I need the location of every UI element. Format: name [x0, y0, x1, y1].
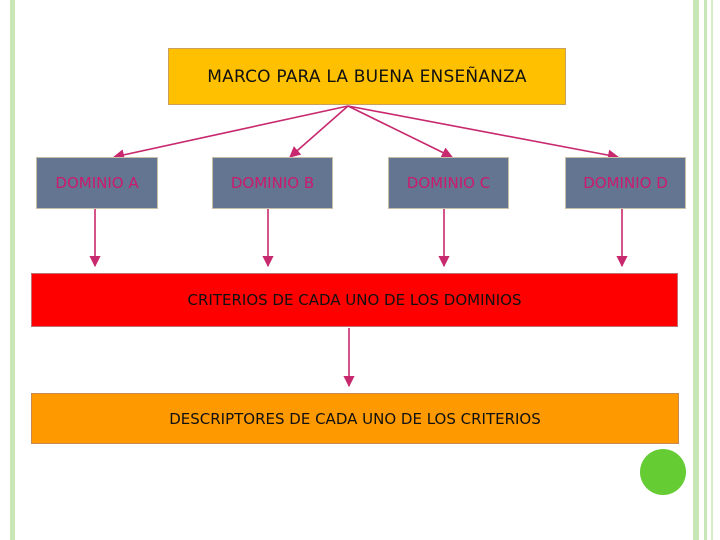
domain-node-d: DOMINIO D — [565, 157, 686, 209]
domain-node-b: DOMINIO B — [212, 157, 333, 209]
green-circle-decoration — [640, 449, 686, 495]
domain-node-label: DOMINIO C — [406, 174, 491, 192]
root-node-marco: MARCO PARA LA BUENA ENSEÑANZA — [168, 48, 566, 105]
frame-right-border-outer — [711, 0, 713, 540]
arrow-root-to-domain-d — [347, 105, 620, 161]
root-node-label: MARCO PARA LA BUENA ENSEÑANZA — [207, 66, 527, 87]
frame-left-border — [10, 0, 15, 540]
domain-node-c: DOMINIO C — [388, 157, 509, 209]
criteria-node: CRITERIOS DE CADA UNO DE LOS DOMINIOS — [31, 273, 678, 327]
arrow-root-to-domain-c — [347, 105, 454, 158]
domain-node-label: DOMINIO A — [55, 174, 139, 192]
descriptors-node-label: DESCRIPTORES DE CADA UNO DE LOS CRITERIO… — [169, 409, 541, 428]
frame-right-border — [693, 0, 699, 540]
domain-node-label: DOMINIO D — [583, 174, 668, 192]
arrow-root-to-domain-a — [112, 105, 349, 161]
domain-node-a: DOMINIO A — [36, 157, 158, 209]
frame-right-border-inner — [704, 0, 707, 540]
domain-node-label: DOMINIO B — [230, 174, 315, 192]
criteria-node-label: CRITERIOS DE CADA UNO DE LOS DOMINIOS — [187, 291, 522, 309]
arrow-root-to-domain-b — [289, 105, 349, 158]
descriptors-node: DESCRIPTORES DE CADA UNO DE LOS CRITERIO… — [31, 393, 679, 444]
